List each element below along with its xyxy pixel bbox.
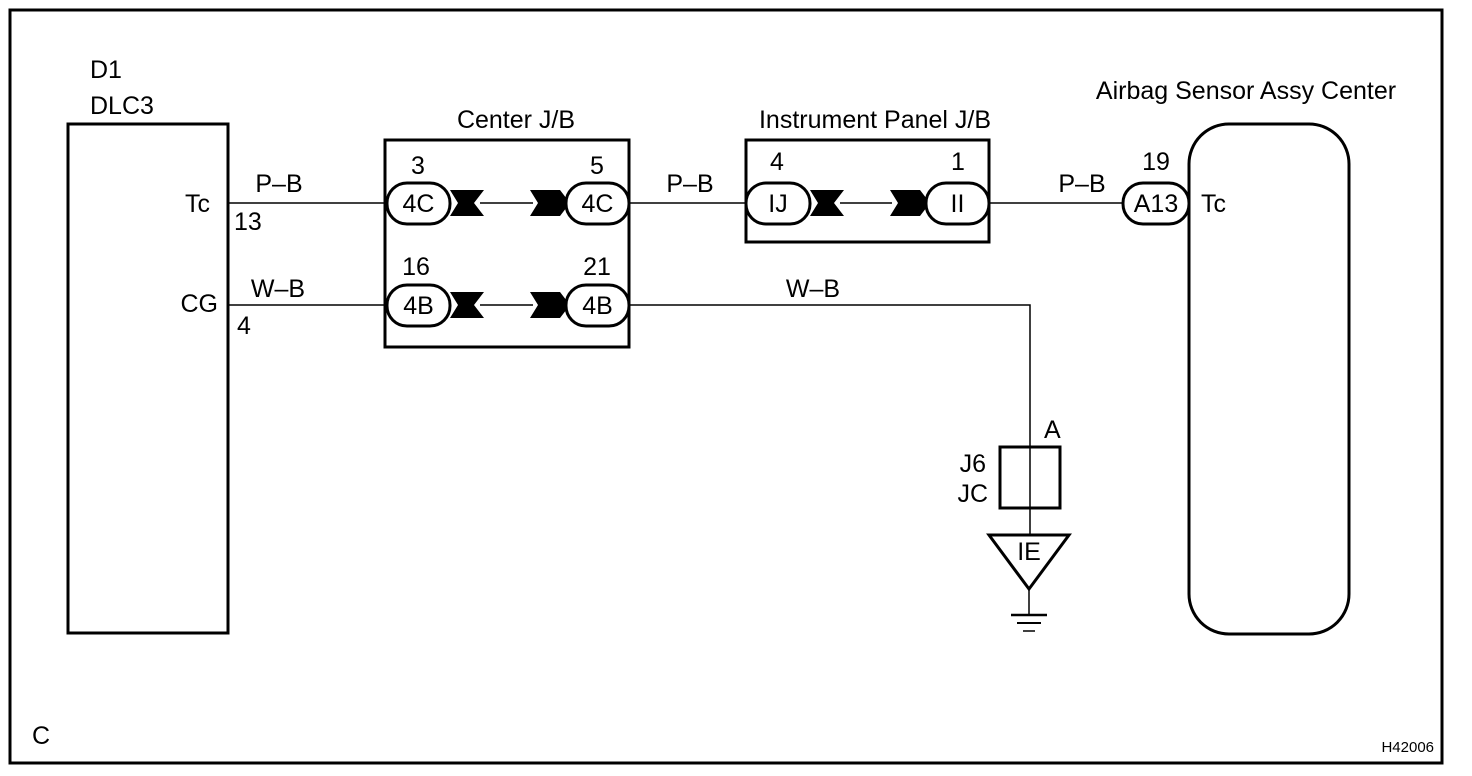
connector-4c-left (385, 181, 452, 226)
ground-point-ie-label: IE (1017, 538, 1041, 566)
junction-connector-j6 (998, 445, 1062, 510)
frame-letter: C (32, 722, 50, 750)
center-jb-pin-3: 3 (411, 152, 425, 180)
tc-wire-3-color: P–B (1058, 170, 1105, 198)
connector-4c-left-label: 4C (403, 190, 435, 218)
connector-4b-left (385, 283, 452, 328)
connector-ij (744, 181, 812, 226)
ip-jb-pin-4: 4 (770, 148, 784, 176)
center-jb-pin-5: 5 (590, 152, 604, 180)
airbag-sensor-title: Airbag Sensor Assy Center (1096, 77, 1396, 105)
center-jb-tc-left-terminal (450, 190, 484, 216)
airbag-sensor-box (1187, 122, 1351, 636)
dlc3-box (66, 122, 230, 635)
connector-4c-right-label: 4C (582, 190, 614, 218)
tc-wire-2-color: P–B (666, 170, 713, 198)
airbag-pin-19: 19 (1142, 148, 1170, 176)
connector-ii-label: II (951, 190, 965, 218)
connector-a13 (1121, 181, 1191, 226)
center-jb-pin-16: 16 (402, 253, 430, 281)
connector-ij-label: IJ (768, 190, 787, 218)
figure-code: H42006 (1381, 739, 1434, 756)
center-jb-tc-right-terminal (530, 190, 570, 216)
cg-wire-2 (629, 304, 1031, 535)
dlc3-id: D1 (90, 56, 122, 84)
dlc3-pin-cg-number: 4 (237, 312, 251, 340)
dlc3-pin-tc: Tc (185, 190, 210, 218)
ip-jb-right-terminal (890, 190, 930, 216)
ip-jb-pin-1: 1 (951, 148, 965, 176)
center-jb-title: Center J/B (457, 106, 575, 134)
tc-wire-1-color: P–B (255, 170, 302, 198)
dlc3-pin-cg: CG (181, 290, 219, 318)
center-jb-pin-21: 21 (583, 253, 611, 281)
junction-id: J6 (960, 450, 986, 478)
connector-a13-label: A13 (1134, 190, 1178, 218)
ip-jb-title: Instrument Panel J/B (759, 106, 991, 134)
center-jb-box (383, 138, 631, 349)
junction-pin-a: A (1044, 416, 1061, 444)
connector-4b-right-label: 4B (582, 292, 613, 320)
ip-jb-left-terminal (810, 190, 844, 216)
center-jb-cg-right-terminal (530, 292, 570, 318)
dlc3-name: DLC3 (90, 92, 154, 120)
ground-point-ie (986, 533, 1072, 592)
cg-wire-1-color: W–B (251, 275, 305, 303)
dlc3-pin-tc-number: 13 (234, 208, 262, 236)
ip-jb-box (744, 138, 991, 244)
ground-symbol-icon (1011, 613, 1047, 632)
junction-name: JC (957, 480, 988, 508)
diagram-frame (8, 8, 1444, 765)
airbag-pin-tc: Tc (1201, 190, 1226, 218)
center-jb-cg-left-terminal (450, 292, 484, 318)
connector-4b-left-label: 4B (403, 292, 434, 320)
cg-wire-2-color: W–B (786, 275, 840, 303)
